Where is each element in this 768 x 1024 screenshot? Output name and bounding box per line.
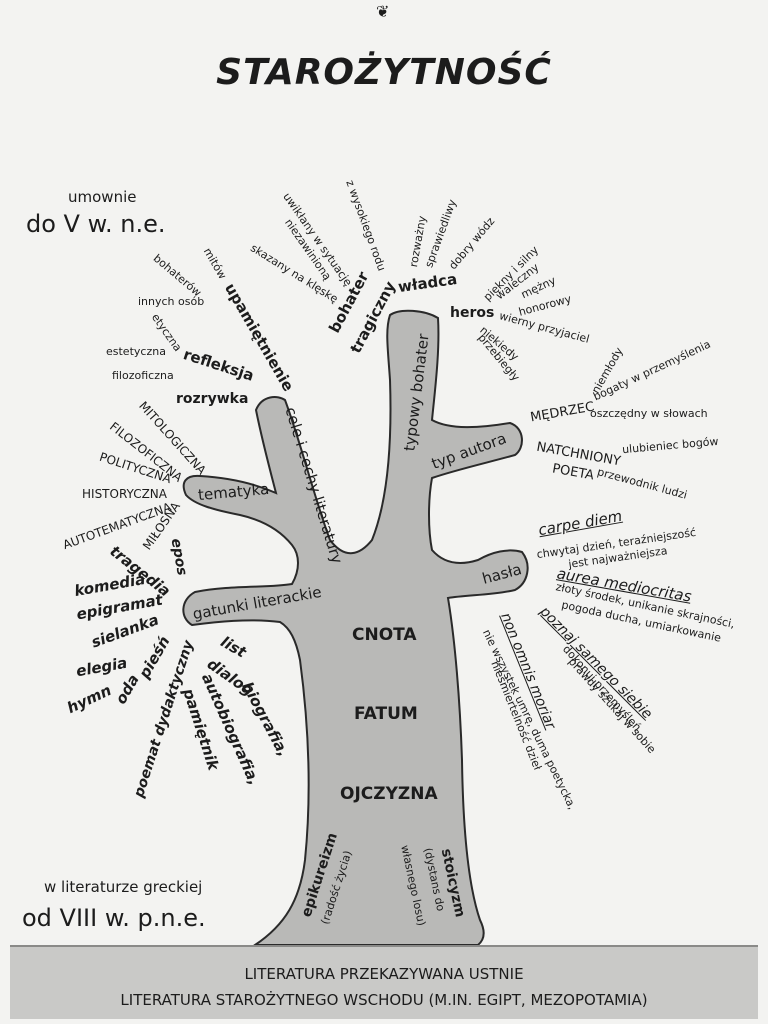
tematyka-historyczna: HISTORYCZNA [82,487,167,501]
era-bottom-big: od VIII w. p.n.e. [22,904,206,932]
cele-innych-osob: innych osób [138,295,205,308]
tree-silhouette [182,309,529,946]
bohater-heros: heros [450,305,495,321]
era-bottom-small: w literaturze greckiej [44,878,203,896]
ornament-icon: ❦ [376,2,390,21]
page-title: STAROŻYTNOŚĆ [216,52,552,93]
cele-rozrywka: rozrywka [176,391,249,407]
cele-filozoficzna: filozoficzna [112,369,174,382]
era-top-big: do V w. n.e. [26,210,166,238]
trunk-ojczyzna: OJCZYZNA [340,784,438,804]
autor-oszczedny: oszczędny w słowach [590,407,708,420]
trunk-fatum: FATUM [354,704,418,724]
bottom-band: LITERATURA PRZEKAZYWANA USTNIE LITERATUR… [10,945,758,1019]
bottom-line-1: LITERATURA PRZEKAZYWANA USTNIE [244,965,524,983]
cele-estetyczna: estetyczna [106,345,166,358]
bottom-line-2: LITERATURA STAROŻYTNEGO WSCHODU (M.IN. E… [120,991,648,1009]
trunk-cnota: CNOTA [352,625,417,645]
era-top-small: umownie [68,188,137,206]
